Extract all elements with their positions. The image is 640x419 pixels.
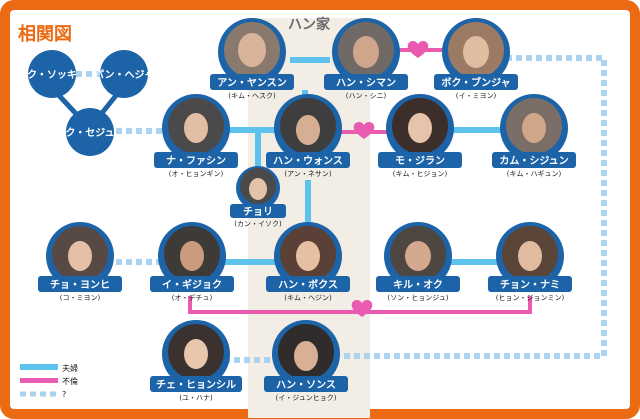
actor-name: (アン・ネサン) [284,170,331,178]
person-node-han-siman: ハン・シマン (ハン・シニ) [324,18,408,100]
legend: 夫婦 不倫 ? [20,363,78,399]
portrait-face [353,36,379,68]
unknown-line-bok-loop [340,55,607,359]
portrait-face [405,241,431,271]
nameonly-node-heja: パン・ヘジャ [94,50,154,98]
page-title: 相関図 [18,24,72,45]
portrait-face [518,241,542,271]
portrait-face [463,36,489,68]
portrait-face [238,33,266,67]
person-node-na-hwasin: ナ・ファシン (オ・ヒョンギン) [154,94,238,178]
portrait-face [296,115,320,145]
portrait-face [294,341,318,371]
actor-name: (キム・ハギュン) [507,170,562,178]
actor-name: (オ・デチュ) [172,293,213,302]
person-node-kil-oku: キル・オク (ソン・ヒョンジュ) [376,222,460,302]
person-node-han-wonsu: ハン・ウォンス (アン・ネサン) [266,94,350,178]
nameonly-node-sokki: ク・ソッキ [27,50,77,98]
node-name: ク・ソッキ [27,69,77,81]
portrait-face [296,241,320,271]
person-node-han-boksu: ハン・ボクス (キム・ヘジン) [266,222,350,302]
person-name: イ・ギジョク [162,278,222,291]
person-name: チェ・ヒョンシル [156,379,236,391]
actor-name: (カン・イソク) [234,220,282,228]
node-name: ク・セジュ [65,127,114,139]
actor-name: (オ・ヒョンギン) [169,170,224,178]
person-name: モ・ジラン [395,155,445,167]
actor-name: (ソン・ヒョンジュ) [388,294,449,302]
person-name: キル・オク [393,279,443,291]
legend-label: 不倫 [62,376,78,386]
person-name: ナ・ファシン [166,155,226,167]
legend-label: ? [62,390,66,399]
actor-name: (ヒョン・ジョンミン) [496,294,565,302]
nameonly-node-seju: ク・セジュ [65,108,115,156]
hearts [351,41,429,317]
actor-name: (キム・ヘジン) [284,294,332,302]
person-node-bok-bunja: ボク・ブンジャ (イ・ミヨン) [434,18,518,100]
person-node-mo-jiran: モ・ジラン (キム・ヒジョン) [378,94,462,178]
actor-name: (イ・ミヨン) [456,92,497,100]
portrait-face [522,113,546,143]
actor-name: (イ・ジュンヒョク) [276,394,337,402]
person-name: カム・シジュン [499,155,568,167]
spouse-lines [222,57,502,265]
legend-swatch-spouse [20,364,58,370]
person-node-cho-yonhi: チョ・ヨンヒ (コ・ミヨン) [38,222,122,302]
person-name: チョン・ナミ [500,279,560,291]
person-name: チョ・ヨンヒ [50,279,110,291]
actor-name: (ハン・シニ) [346,92,387,100]
portrait-face [184,113,208,143]
portrait-face [180,241,204,271]
person-name: チョリ [243,206,273,218]
heart-icon [407,41,429,58]
person-name: ハン・ソンス [276,379,336,391]
person-node-che-hyonsil: チェ・ヒョンシル (ユ・ハナ) [150,320,242,402]
person-name: アン・ヤンスン [217,77,286,89]
person-name: ハン・シマン [336,77,396,89]
heart-icon [353,122,375,139]
actor-name: (キム・ヘスク) [228,92,276,100]
person-name: ハン・ウォンス [273,155,343,167]
portrait-face [68,241,92,271]
person-name: ボク・ブンジャ [441,76,510,89]
person-name: ハン・ボクス [278,278,338,291]
legend-swatch-affair [20,378,58,383]
portrait-face [249,178,267,200]
portrait-face [184,339,208,369]
portrait-face [408,113,432,143]
person-node-chon-nami: チョン・ナミ (ヒョン・ジョンミン) [488,222,572,302]
actor-name: (ユ・ハナ) [179,394,213,402]
actor-name: (キム・ヒジョン) [393,170,448,178]
person-node-i-gijok: イ・ギジョク (オ・デチュ) [150,222,234,302]
person-node-kam-sijun: カム・シジュン (キム・ハギュン) [492,94,576,178]
heart-icon [351,300,373,317]
node-name: パン・ヘジャ [94,69,154,81]
legend-label: 夫婦 [62,363,78,373]
actor-name: (コ・ミヨン) [60,294,101,302]
person-node-ahn-yangsun: アン・ヤンスン (キム・ヘスク) [210,18,294,100]
family-label: ハン家 [288,16,331,33]
person-node-chori: チョリ (カン・イソク) [230,166,286,228]
person-node-han-sonsu: ハン・ソンス (イ・ジュンヒョク) [264,320,348,402]
